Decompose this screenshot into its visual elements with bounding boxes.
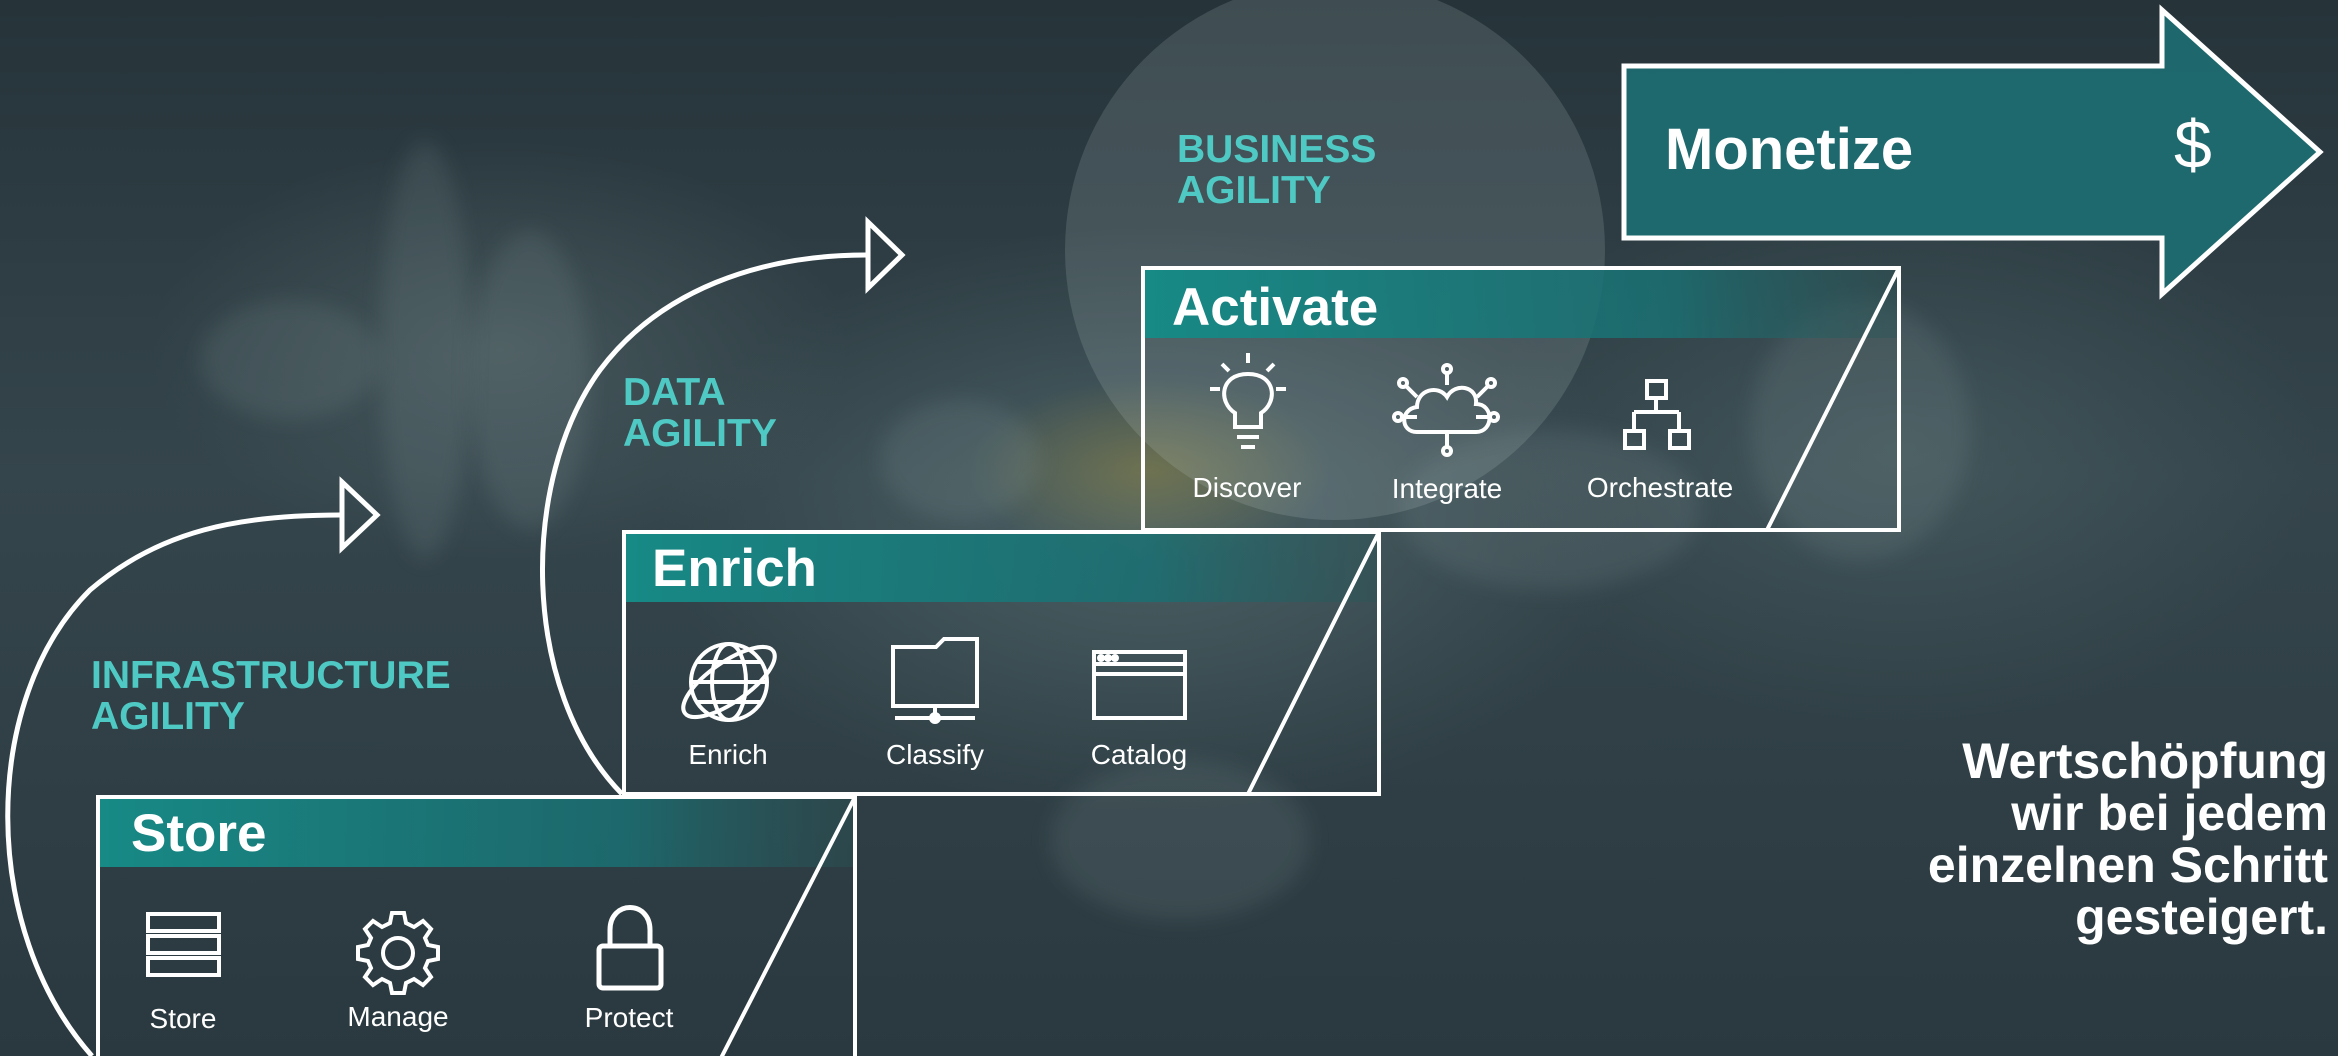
agility-line: AGILITY: [91, 695, 245, 738]
enrich-panel: [622, 530, 1381, 796]
hierarchy-icon: [1623, 379, 1691, 450]
protect-item-label: Protect: [584, 1002, 674, 1033]
globe-icon: [681, 642, 777, 722]
infrastructure-agility-label: INFRASTRUCTURE AGILITY: [91, 655, 451, 737]
agility-line: INFRASTRUCTURE: [91, 654, 451, 697]
lock-icon: [596, 905, 664, 991]
tagline-line: wir bei jedem: [2011, 785, 2328, 841]
curved-arrow-infrastructure: [5, 476, 381, 1056]
lightbulb-icon: [1210, 353, 1286, 449]
dollar-icon: $: [2174, 107, 2212, 183]
agility-line: DATA: [623, 371, 726, 414]
tagline-line: Wertschöpfung: [1962, 733, 2328, 789]
browser-window-icon: [1092, 650, 1187, 720]
monetize-arrow: [1621, 4, 2324, 300]
orchestrate-item-label: Orchestrate: [1586, 472, 1734, 503]
data-agility-label: DATA AGILITY: [623, 372, 777, 454]
agility-line: BUSINESS: [1177, 128, 1377, 171]
activate-panel: [1141, 266, 1901, 532]
enrich-item-label: Enrich: [688, 739, 768, 770]
folder-network-icon: [891, 637, 979, 724]
store-item-label: Store: [149, 1003, 217, 1034]
spotlight-circle: [1065, 0, 1605, 520]
discover-item-label: Discover: [1192, 472, 1302, 503]
store-title: Store: [131, 804, 267, 863]
curved-arrow-data: [540, 216, 906, 796]
enrich-title: Enrich: [652, 539, 817, 598]
tagline-line: einzelnen Schritt: [1927, 837, 2328, 893]
catalog-item-label: Catalog: [1090, 739, 1188, 770]
business-agility-label: BUSINESS AGILITY: [1177, 129, 1376, 211]
agility-line: AGILITY: [1177, 169, 1331, 212]
agility-line: AGILITY: [623, 412, 777, 455]
tagline-line: gesteigert.: [2075, 889, 2328, 945]
monetize-label: Monetize: [1665, 117, 1914, 182]
cloud-network-icon: [1392, 363, 1500, 457]
tagline: Wertschöpfung wir bei jedem einzelnen Sc…: [1768, 735, 2328, 943]
classify-item-label: Classify: [885, 739, 984, 770]
activate-title: Activate: [1172, 278, 1379, 337]
stack-icon: [146, 912, 221, 977]
integrate-item-label: Integrate: [1391, 473, 1503, 504]
manage-item-label: Manage: [347, 1001, 449, 1032]
gear-icon: [356, 911, 440, 995]
store-panel: [96, 795, 857, 1056]
